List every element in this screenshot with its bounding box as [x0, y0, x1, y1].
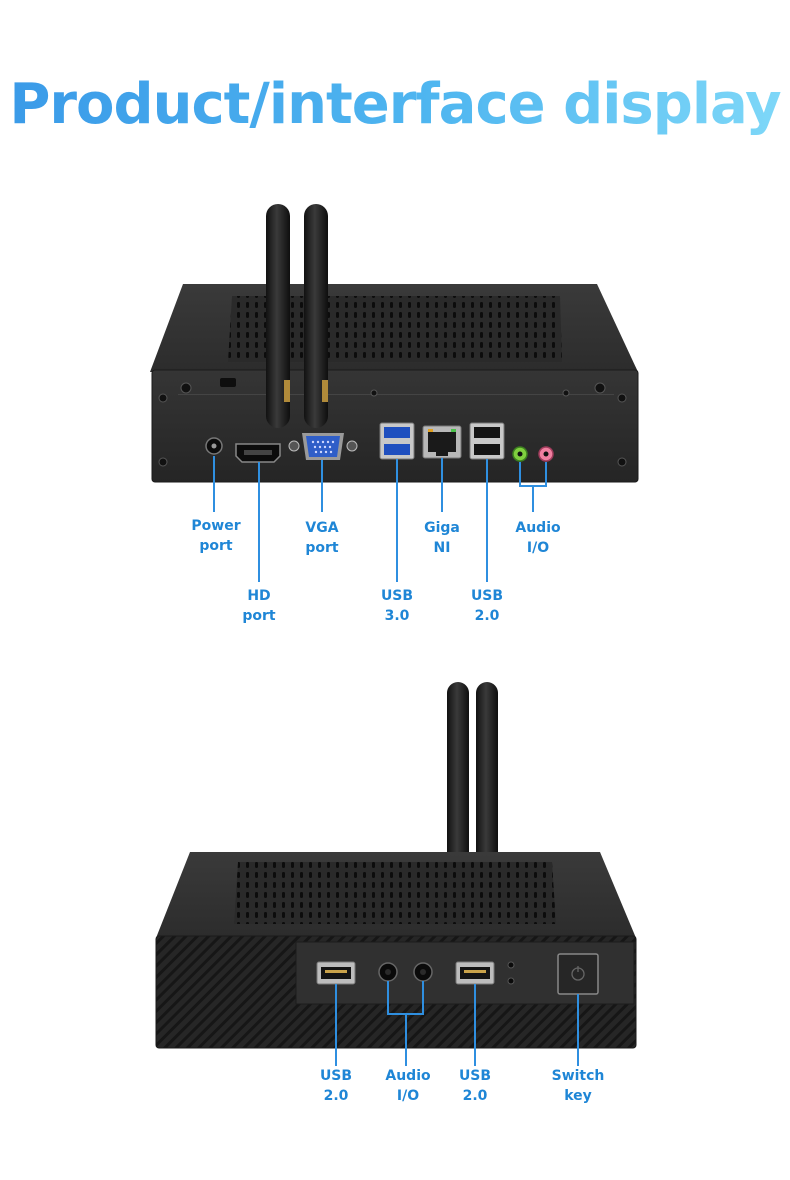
label-line: 2.0	[474, 608, 500, 624]
label-switch-key: Switch key	[533, 1066, 623, 1106]
label-line: key	[564, 1088, 592, 1104]
antenna-icon	[447, 682, 469, 882]
page-title: Product/interface display	[0, 72, 790, 137]
label-line: Power	[191, 518, 241, 534]
label-line: Audio	[385, 1068, 431, 1084]
audio-jack-icon	[378, 962, 398, 982]
rear-callout-lines	[213, 456, 547, 582]
rear-device	[150, 204, 639, 483]
front-callout-lines	[335, 981, 579, 1066]
label-hd-port: HD port	[214, 586, 304, 626]
usb2-port-icon	[316, 961, 356, 985]
label-power-port: Power port	[171, 516, 261, 556]
label-usb2-front-right: USB 2.0	[430, 1066, 520, 1106]
usb3-port-icon	[379, 422, 415, 460]
audio-jack-icon	[413, 962, 433, 982]
label-audio-io-front: Audio I/O	[363, 1066, 453, 1106]
label-line: I/O	[396, 1088, 420, 1104]
label-vga-port: VGA port	[277, 518, 367, 558]
label-usb2-rear: USB 2.0	[442, 586, 532, 626]
label-audio-io-rear: Audio I/O	[493, 518, 583, 558]
vga-port-icon	[288, 433, 358, 460]
antenna-icon	[476, 682, 498, 882]
label-line: port	[305, 540, 339, 556]
led-indicator-icon	[507, 961, 515, 985]
audio-pink-jack-icon	[538, 446, 554, 462]
label-line: VGA	[305, 520, 339, 536]
label-line: Giga	[424, 520, 460, 536]
power-switch-icon	[557, 953, 599, 995]
audio-green-jack-icon	[512, 446, 528, 462]
usb2-port-icon	[455, 961, 495, 985]
label-line: 2.0	[323, 1088, 349, 1104]
label-line: USB	[380, 588, 414, 604]
label-line: USB	[470, 588, 504, 604]
usb2-port-icon	[469, 422, 505, 460]
label-line: port	[199, 538, 233, 554]
label-line: 3.0	[384, 608, 410, 624]
label-line: USB	[458, 1068, 492, 1084]
label-line: Audio	[515, 520, 561, 536]
label-line: USB	[319, 1068, 353, 1084]
hdmi-port-icon	[235, 443, 281, 463]
label-line: port	[242, 608, 276, 624]
label-line: Switch	[551, 1068, 605, 1084]
front-device	[155, 682, 637, 1049]
label-line: I/O	[526, 540, 550, 556]
label-usb2-front-left: USB 2.0	[291, 1066, 381, 1106]
ethernet-port-icon	[422, 425, 462, 459]
label-line: 2.0	[462, 1088, 488, 1104]
label-usb3: USB 3.0	[352, 586, 442, 626]
power-port-icon	[205, 437, 223, 455]
antenna-icon	[266, 204, 290, 428]
label-giga-ni: Giga NI	[397, 518, 487, 558]
label-line: NI	[433, 540, 451, 556]
antenna-icon	[304, 204, 328, 428]
label-line: HD	[247, 588, 271, 604]
